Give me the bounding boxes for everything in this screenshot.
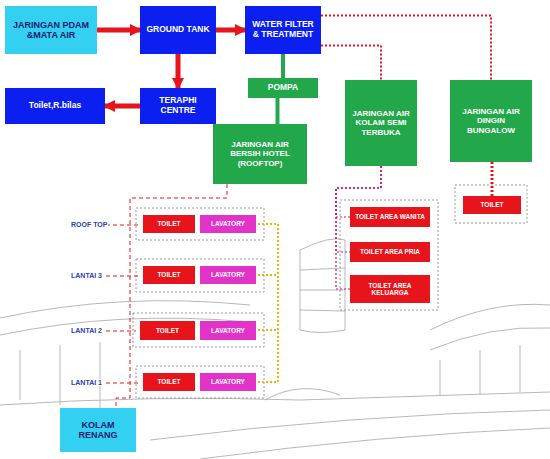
node-text: TOILET [156, 327, 179, 334]
node-text: TOILET AREA KELUARGA [353, 282, 427, 297]
node-text: TOILET [158, 271, 181, 278]
pipe-connector [105, 104, 140, 109]
source-box: JARINGAN PDAM &MATA AIR [5, 6, 97, 54]
floor-label: LANTAI 1 [70, 379, 103, 386]
pipe-connector [336, 166, 381, 289]
floor-label: LANTAI 3 [70, 272, 103, 279]
node-text: KOLAM RENANG [63, 420, 133, 441]
toilet-box: TOILET AREA KELUARGA [350, 275, 430, 303]
pump-box: POMPA [248, 78, 318, 98]
network-box: JARINGAN AIR DINGIN BUNGALOW [450, 80, 532, 162]
node-text: TOILET [158, 220, 181, 227]
toilet-box: TOILET [143, 373, 195, 391]
tank-box: GROUND TANK [140, 6, 216, 54]
pipe-connector [97, 28, 140, 33]
node-text: TOILET AREA PRIA [360, 248, 420, 255]
node-text: TERAPHI CENTRE [143, 96, 213, 116]
node-text: JARINGAN PDAM &MATA AIR [8, 20, 94, 41]
pool-box: KOLAM RENANG [60, 408, 136, 452]
therapy-box: TERAPHI CENTRE [140, 88, 216, 124]
network-box: JARINGAN AIR KOLAM SEMI TERBUKA [345, 80, 417, 166]
network-box: JARINGAN AIR BERSIH HOTEL (ROOFTOP) [213, 124, 307, 184]
toilet-box: TOILET AREA WANITA [350, 207, 430, 227]
toilet-box: TOILET AREA PRIA [350, 242, 430, 262]
pipe-connector [281, 54, 285, 78]
toilet-box: TOILET [143, 266, 195, 284]
lavatory-box: LAVATORY [200, 215, 256, 233]
node-text: LAVATORY [211, 378, 245, 385]
node-text: GROUND TANK [146, 25, 209, 35]
toilet-box: TOILET [463, 196, 521, 214]
node-text: TOILET [481, 201, 504, 208]
node-text: LAVATORY [211, 327, 245, 334]
lavatory-box: LAVATORY [200, 373, 256, 391]
node-text: JARINGAN AIR KOLAM SEMI TERBUKA [348, 109, 414, 137]
lavatory-box: LAVATORY [200, 321, 256, 340]
node-text: TOILET AREA WANITA [355, 213, 425, 220]
pipe-connector [276, 98, 280, 124]
pipe-connector [216, 28, 245, 33]
node-text: LAVATORY [211, 271, 245, 278]
node-text: JARINGAN AIR BERSIH HOTEL (ROOFTOP) [216, 140, 304, 168]
pipe-connector [491, 162, 494, 196]
toilet-box: TOILET [140, 321, 195, 340]
node-text: Toilet,R.bilas [29, 101, 81, 111]
node-text: POMPA [268, 83, 299, 93]
toilet-box: TOILET [143, 215, 195, 233]
node-text: LAVATORY [211, 220, 245, 227]
floor-label: ROOF TOP [70, 221, 108, 228]
treatment-box: WATER FILTER & TREATMENT [245, 6, 321, 54]
pipe-connector [321, 45, 381, 80]
toilet-box: Toilet,R.bilas [5, 88, 105, 124]
pipe-connector [321, 16, 491, 80]
lavatory-box: LAVATORY [200, 266, 256, 284]
floor-label: LANTAI 2 [70, 327, 103, 334]
node-text: TOILET [158, 378, 181, 385]
node-text: JARINGAN AIR DINGIN BUNGALOW [453, 107, 529, 135]
node-text: WATER FILTER & TREATMENT [248, 20, 318, 40]
pipe-connector [176, 54, 181, 88]
